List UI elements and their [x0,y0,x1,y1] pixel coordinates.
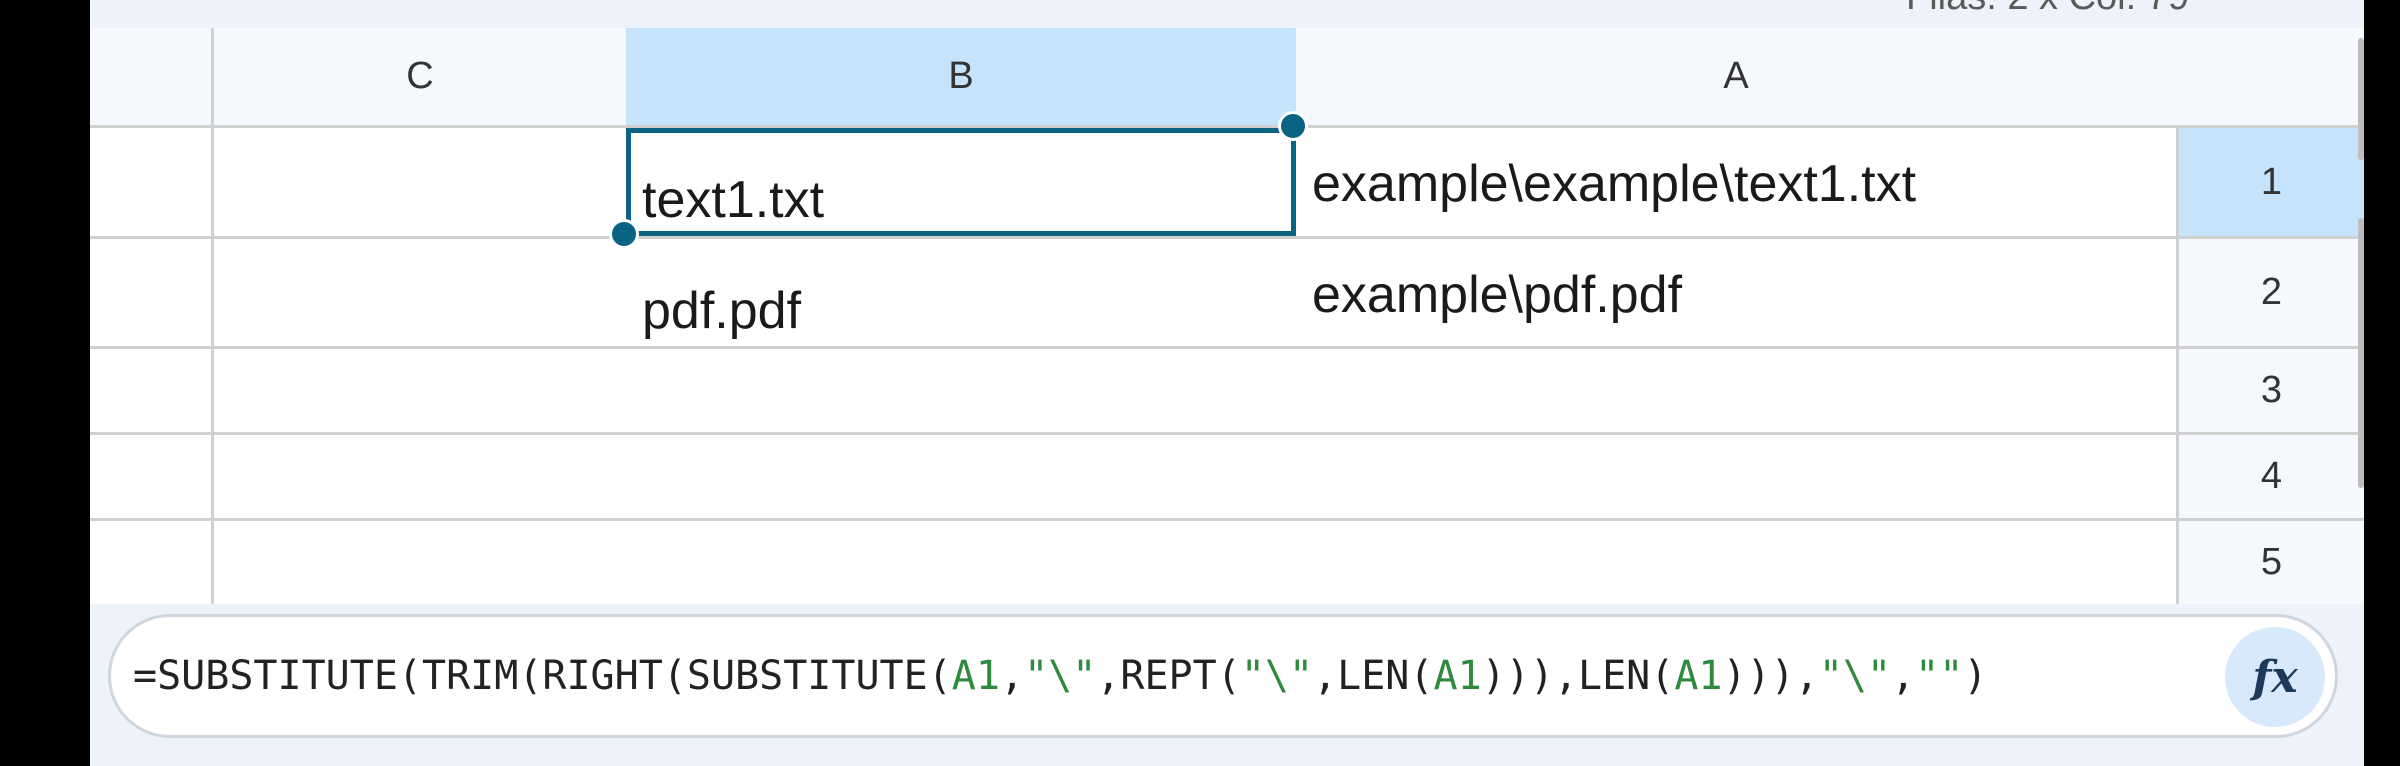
formula-token: ))), [1722,653,1819,699]
column-header-c[interactable]: C [214,28,629,128]
cell-c1[interactable] [214,128,629,239]
cell-c5[interactable] [214,521,629,604]
vertical-scrollbar[interactable] [2358,38,2364,160]
sheet-info: Filas: 2 x Col: 79 [1906,0,2189,19]
formula-token: ) [1963,653,1988,699]
cell-b1-value: text1.txt [642,171,825,229]
vertical-scrollbar-lower[interactable] [2358,218,2364,488]
formula-string: "" [1915,653,1964,699]
spreadsheet-app: Filas: 2 x Col: 79 C B A text1.txt examp… [90,0,2364,766]
formula-string: "\" [1024,653,1097,699]
grid-cell[interactable] [90,128,214,239]
grid-cell[interactable] [90,435,214,521]
row-header-3[interactable]: 3 [2176,349,2364,435]
cell-c2[interactable] [214,239,629,349]
formula-token: , [1891,653,1916,699]
formula-token: , [999,653,1025,699]
formula-token: =SUBSTITUTE(TRIM(RIGHT(SUBSTITUTE( [133,653,952,699]
selection-handle-top-right[interactable] [1278,111,1308,141]
formula-bar[interactable]: =SUBSTITUTE(TRIM(RIGHT(SUBSTITUTE(A1,"\"… [108,614,2338,738]
formula-reference: A1 [951,653,1000,699]
column-header-b[interactable]: B [626,28,1299,128]
grid-cell[interactable] [90,239,214,349]
cell-a2[interactable]: example\pdf.pdf [1296,239,2179,349]
grid-cell[interactable] [90,349,214,435]
cell-b3[interactable] [626,349,1299,435]
cell-a1-value: example\example\text1.txt [1312,155,1917,213]
top-bar: Filas: 2 x Col: 79 [90,0,2364,28]
corner-header[interactable] [2176,28,2364,128]
spreadsheet-grid[interactable]: C B A text1.txt example\example\text1.tx… [90,28,2364,604]
cell-b2-value: pdf.pdf [642,282,802,340]
formula-token: ,LEN( [1313,653,1434,699]
formula-reference: A1 [1433,653,1482,699]
cell-c3[interactable] [214,349,629,435]
cell-b5[interactable] [626,521,1299,604]
selection-handle-bottom-left[interactable] [609,219,639,249]
row-header-1[interactable]: 1 [2176,128,2364,239]
cell-b4[interactable] [626,435,1299,521]
cell-c4[interactable] [214,435,629,521]
function-icon: fx [2252,651,2298,703]
row-header-5[interactable]: 5 [2176,521,2364,604]
row-header-2[interactable]: 2 [2176,239,2364,349]
formula-token: ,REPT( [1096,653,1241,699]
formula-token: ))),LEN( [1481,653,1675,699]
cell-b1[interactable]: text1.txt [626,128,1299,239]
grid-cell[interactable] [90,521,214,604]
cell-b2[interactable]: pdf.pdf [626,239,1299,349]
formula-reference: A1 [1674,653,1723,699]
formula-string: "\" [1240,653,1314,699]
insert-function-button[interactable]: fx [2225,627,2325,727]
formula-string: "\" [1818,653,1892,699]
row-header-4[interactable]: 4 [2176,435,2364,521]
cell-a1[interactable]: example\example\text1.txt [1296,128,2179,239]
formula-input[interactable]: =SUBSTITUTE(TRIM(RIGHT(SUBSTITUTE(A1,"\"… [133,653,1987,699]
column-header-a[interactable]: A [1296,28,2179,128]
cell-a2-value: example\pdf.pdf [1312,266,1683,324]
cell-a5[interactable] [1296,521,2179,604]
cell-a3[interactable] [1296,349,2179,435]
cell-a4[interactable] [1296,435,2179,521]
column-header-offscreen[interactable] [90,28,214,128]
